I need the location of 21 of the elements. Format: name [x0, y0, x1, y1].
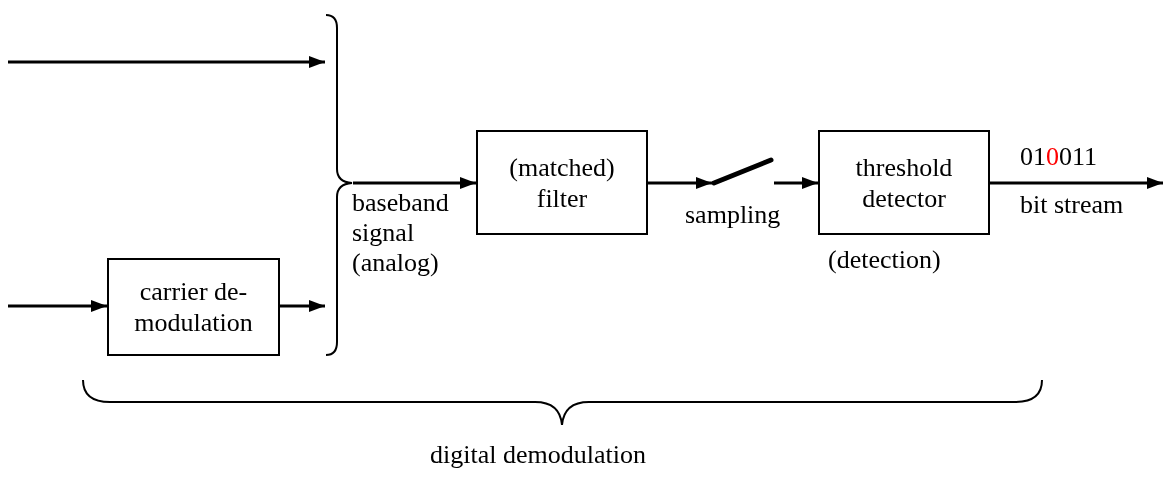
- arrow: [990, 177, 1163, 189]
- arrow: [8, 300, 107, 312]
- process-box: [818, 130, 990, 235]
- block-label: (matched) filter: [508, 151, 616, 214]
- block-label: threshold detector: [854, 151, 954, 214]
- arrow: [8, 56, 325, 68]
- edge-label: baseband signal (analog): [352, 188, 450, 278]
- caption-text: sampling: [685, 200, 781, 230]
- arrow: [280, 300, 325, 312]
- arrow: [648, 177, 712, 189]
- arrow: [774, 177, 818, 189]
- process-box: [107, 258, 280, 356]
- switch-symbol: [712, 157, 774, 187]
- block-label: carrier de- modulation: [133, 276, 254, 338]
- label-text: bit stream: [1020, 190, 1124, 220]
- arrow: [353, 177, 476, 189]
- caption-text: (detection): [828, 245, 941, 275]
- edge-label: 010011: [1020, 142, 1098, 172]
- process-box: [476, 130, 648, 235]
- curly-brace: [325, 14, 353, 356]
- label-text: digital demodulation: [430, 440, 646, 470]
